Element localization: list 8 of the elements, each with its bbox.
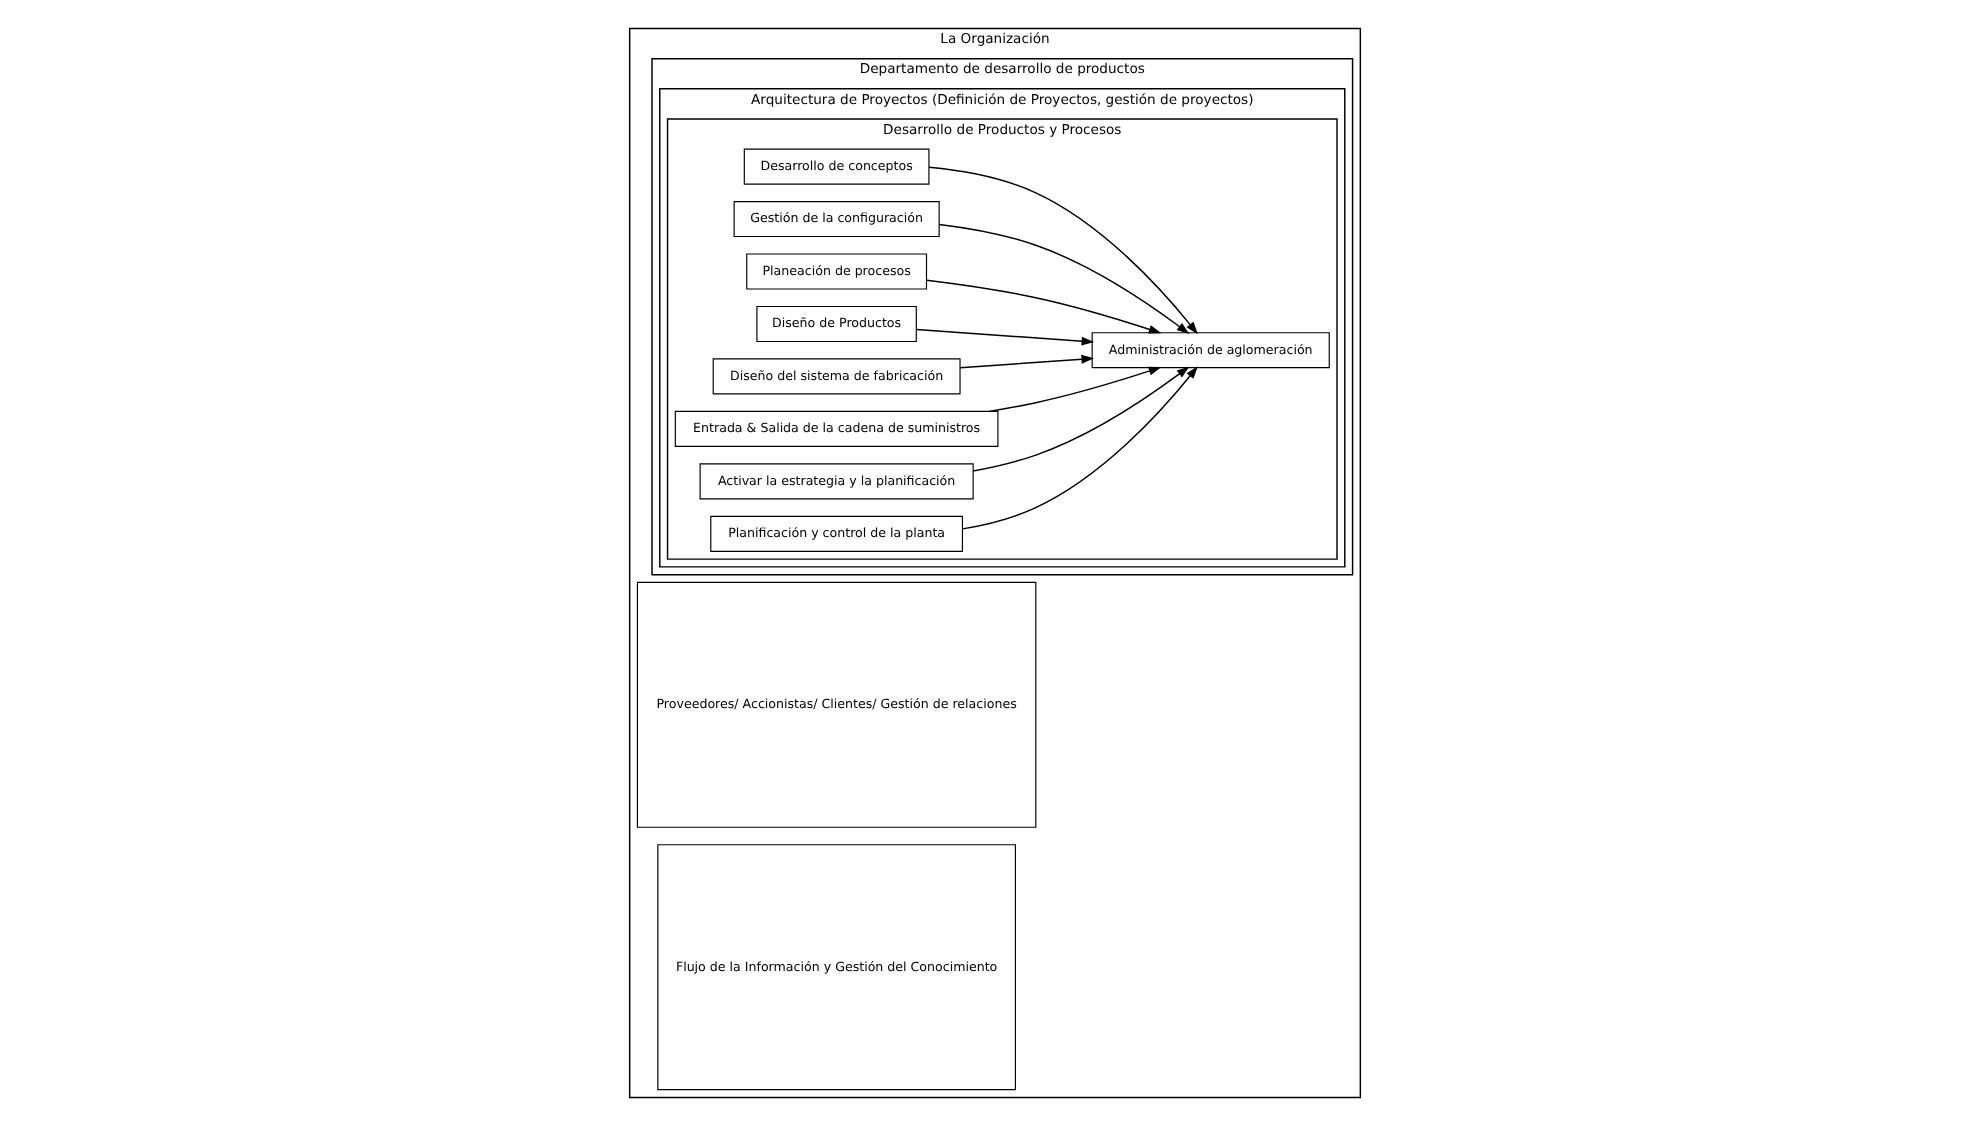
arrow [914,328,1094,346]
arrow [960,366,1197,530]
arrow [958,354,1094,369]
arrow [937,223,1189,335]
arrow [924,279,1161,334]
arrow [971,366,1189,472]
arrow [987,366,1161,413]
arrow [927,166,1197,335]
